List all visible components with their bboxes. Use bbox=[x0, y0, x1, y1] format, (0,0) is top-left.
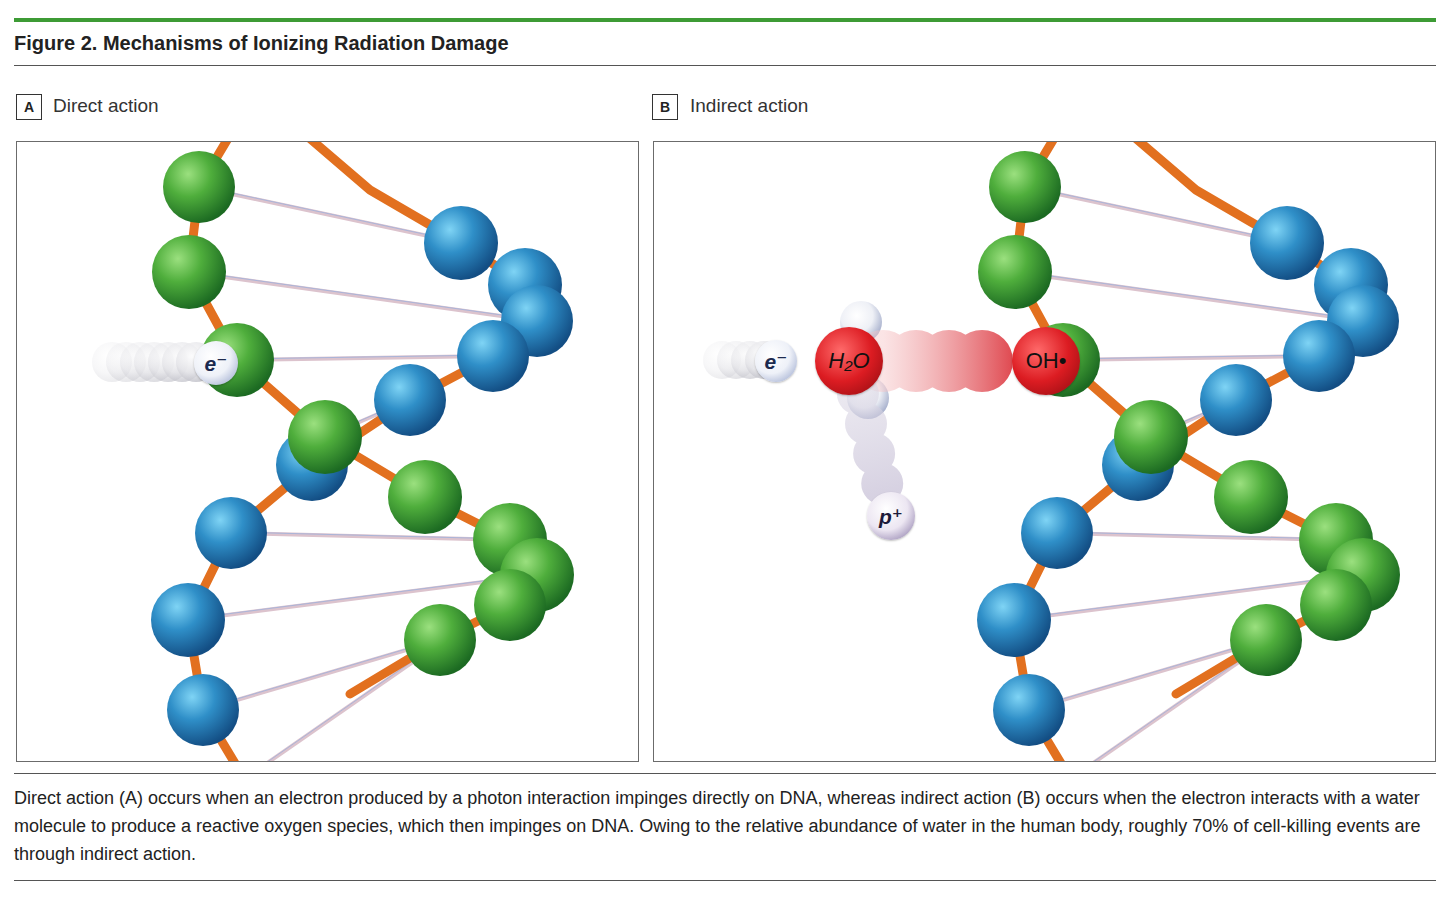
caption-rule bbox=[14, 773, 1436, 774]
green-nucleotide bbox=[1114, 400, 1188, 474]
base-pair-highlight bbox=[237, 355, 493, 359]
base-pair-highlight bbox=[203, 639, 440, 709]
blue-nucleotide bbox=[993, 674, 1065, 746]
figure-title: Figure 2. Mechanisms of Ionizing Radiati… bbox=[14, 32, 509, 54]
text-holder: A bbox=[24, 100, 34, 114]
blue-nucleotide bbox=[457, 320, 529, 392]
panel-letter-text: A bbox=[24, 99, 34, 115]
green-nucleotide bbox=[163, 151, 235, 223]
blue-nucleotide bbox=[374, 364, 446, 436]
blue-nucleotide bbox=[424, 206, 498, 280]
base-pair-rungs bbox=[1014, 186, 1363, 761]
panel-heading: Indirect action bbox=[690, 95, 808, 116]
base-pair-highlight bbox=[189, 271, 537, 320]
base-pair-rung bbox=[189, 272, 537, 321]
particle-label: H₂O bbox=[828, 348, 869, 373]
nucleotides bbox=[977, 151, 1400, 746]
base-pair-highlight bbox=[1063, 355, 1319, 359]
base-pair-rung bbox=[203, 640, 440, 710]
blue-nucleotide bbox=[1250, 206, 1324, 280]
dna-helix bbox=[977, 142, 1400, 761]
blue-nucleotide bbox=[1200, 364, 1272, 436]
panel-letter-text: B bbox=[660, 99, 670, 115]
green-nucleotide bbox=[989, 151, 1061, 223]
blue-nucleotide bbox=[195, 497, 267, 569]
green-nucleotide bbox=[1300, 569, 1372, 641]
green-nucleotide bbox=[288, 400, 362, 474]
backbone bbox=[188, 142, 537, 761]
text-holder: OH• bbox=[1026, 350, 1067, 372]
base-pair-highlight bbox=[231, 532, 510, 539]
green-nucleotide bbox=[1214, 460, 1288, 534]
base-pair-rung bbox=[1015, 272, 1363, 321]
base-pair-highlight bbox=[1057, 532, 1336, 539]
blue-nucleotide bbox=[167, 674, 239, 746]
base-pair-rung bbox=[1029, 640, 1266, 710]
base-pair-rungs bbox=[188, 186, 537, 761]
text-holder: Indirect action bbox=[690, 94, 808, 118]
text-holder: Direct action bbox=[53, 94, 159, 118]
green-nucleotide bbox=[152, 235, 226, 309]
text-holder: H₂O bbox=[828, 350, 869, 372]
text-holder: e⁻ bbox=[205, 353, 228, 374]
blue-nucleotide bbox=[151, 583, 225, 657]
nucleotides bbox=[151, 151, 574, 746]
hydroxyl-radical: OH• bbox=[1012, 327, 1080, 395]
particle-label: e⁻ bbox=[765, 350, 788, 373]
panel-letter: A bbox=[16, 94, 42, 120]
particle-label: p⁺ bbox=[879, 505, 903, 528]
blue-nucleotide bbox=[1021, 497, 1093, 569]
backbone-strand bbox=[1014, 142, 1363, 761]
green-nucleotide bbox=[474, 569, 546, 641]
electron-sphere: e⁻ bbox=[755, 340, 797, 382]
figure-caption: Direct action (A) occurs when an electro… bbox=[14, 788, 1420, 864]
green-nucleotide bbox=[404, 604, 476, 676]
caption-holder: Direct action (A) occurs when an electro… bbox=[14, 784, 1426, 868]
base-pair-rung bbox=[237, 356, 493, 360]
base-pair-rung bbox=[231, 533, 510, 540]
panel-heading: Direct action bbox=[53, 95, 159, 116]
backbone bbox=[1014, 142, 1363, 761]
base-pair-highlight bbox=[1025, 186, 1287, 242]
base-pair-highlight bbox=[1015, 271, 1363, 320]
title-rule bbox=[14, 65, 1436, 66]
base-pair-rung bbox=[1063, 356, 1319, 360]
panel-frame: Indirect actione⁻H₂OOH•p⁺ bbox=[653, 141, 1436, 762]
green-nucleotide bbox=[388, 460, 462, 534]
blue-nucleotide bbox=[1283, 320, 1355, 392]
green-nucleotide bbox=[1230, 604, 1302, 676]
base-pair-highlight bbox=[199, 186, 461, 242]
panel-letter: B bbox=[652, 94, 678, 120]
proton-sphere: p⁺ bbox=[867, 492, 915, 540]
blue-nucleotide bbox=[977, 583, 1051, 657]
base-pair-highlight bbox=[1029, 639, 1266, 709]
panel-frame: Direct actione⁻ bbox=[16, 141, 639, 762]
radical-trail bbox=[883, 330, 1012, 392]
top-rule bbox=[14, 18, 1436, 22]
text-holder: e⁻ bbox=[765, 351, 788, 372]
title-holder: Figure 2. Mechanisms of Ionizing Radiati… bbox=[14, 30, 509, 56]
bottom-rule bbox=[14, 880, 1436, 881]
particle-label: OH• bbox=[1026, 348, 1067, 373]
text-holder: p⁺ bbox=[879, 506, 903, 527]
proton-trail bbox=[858, 394, 885, 493]
backbone-strand bbox=[188, 142, 537, 761]
electron-sphere: e⁻ bbox=[194, 341, 238, 385]
text-holder: B bbox=[660, 100, 670, 114]
particle-label: e⁻ bbox=[205, 352, 228, 375]
base-pair-rung bbox=[1057, 533, 1336, 540]
green-nucleotide bbox=[978, 235, 1052, 309]
dna-helix bbox=[151, 142, 574, 761]
water-molecule: H₂O bbox=[815, 327, 883, 395]
